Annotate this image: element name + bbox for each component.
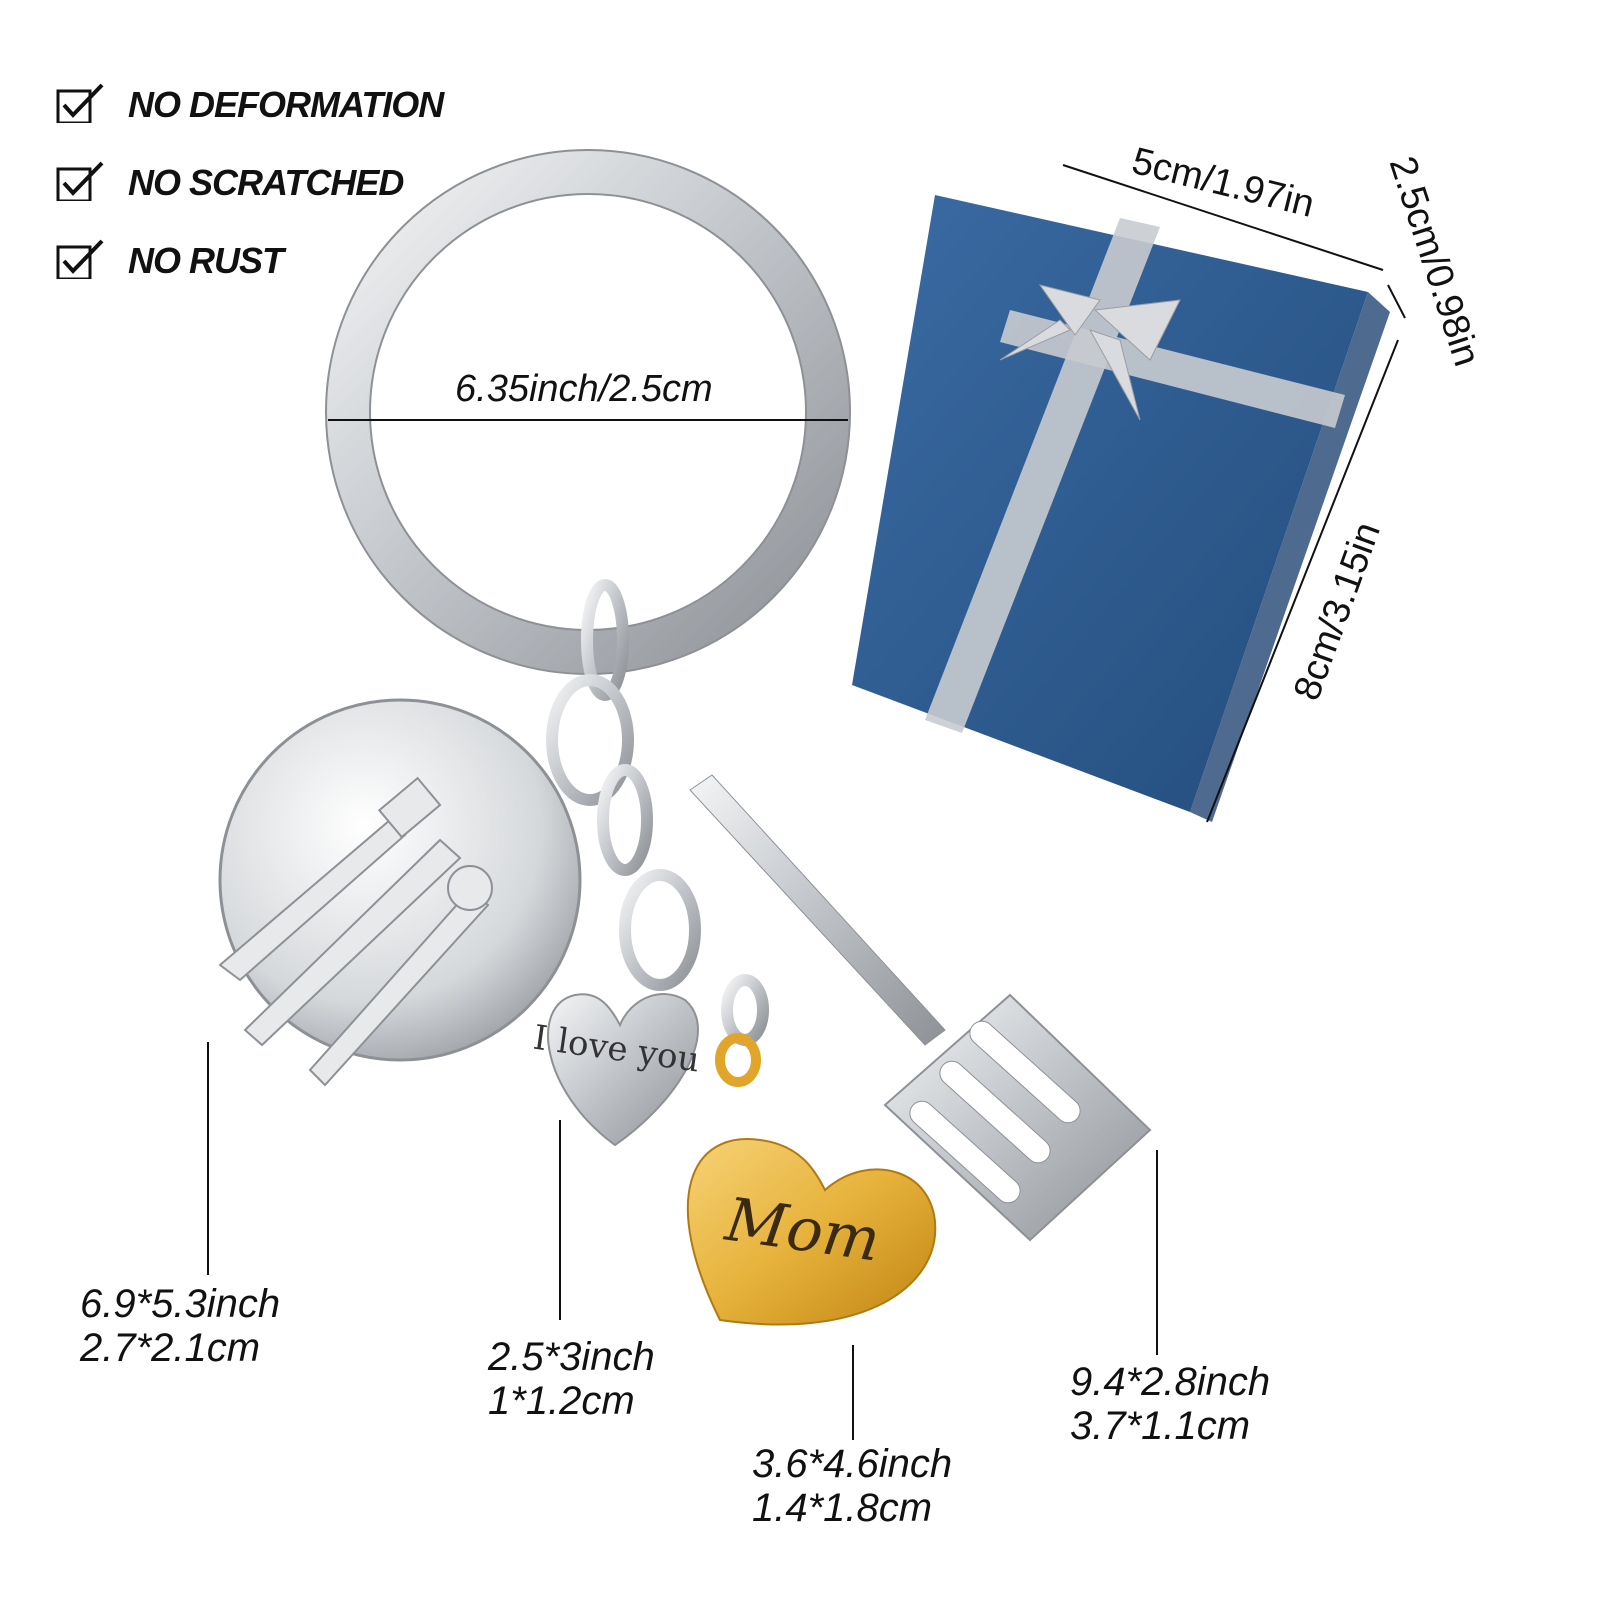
ribbon-bow [999,284,1181,421]
dim-cm: 1.4*1.8cm [752,1486,933,1530]
gold-heart-charm: Mom [686,1033,937,1326]
spatula-dimensions: 9.4*2.8inch 3.7*1.1cm [1070,1360,1270,1448]
small-heart-dimensions: 2.5*3inch 1*1.2cm [488,1335,655,1423]
checkbox-checked-icon [56,239,104,279]
ring-size-label: 6.35inch/2.5cm [455,368,713,410]
feature-label: NO SCRATCHED [128,162,404,203]
feature-no-rust: NO RUST [56,239,284,282]
dim-inch: 2.5*3inch [488,1335,655,1379]
checkbox-checked-icon [56,83,104,123]
dim-cm: 2.7*2.1cm [80,1326,261,1370]
feature-no-deformation: NO DEFORMATION [56,83,444,126]
gift-box [852,164,1406,823]
dim-cm: 1*1.2cm [488,1379,635,1423]
dim-cm: 3.7*1.1cm [1070,1404,1251,1448]
dim-inch: 9.4*2.8inch [1070,1360,1271,1404]
feature-label: NO DEFORMATION [128,84,444,125]
spatula-charm [689,774,1158,1355]
plate-charm [218,698,582,1087]
dim-inch: 6.9*5.3inch [80,1282,281,1326]
feature-label: NO RUST [128,240,284,281]
ribbon-horizontal [1000,310,1345,428]
small-heart-charm: I love you [531,993,702,1147]
dim-inch: 3.6*4.6inch [752,1442,953,1486]
gold-heart-dimensions: 3.6*4.6inch 1.4*1.8cm [752,1442,952,1530]
feature-no-scratched: NO SCRATCHED [56,161,404,204]
chain-links [546,579,769,1046]
checkbox-checked-icon [56,161,104,201]
plate-dimensions: 6.9*5.3inch 2.7*2.1cm [80,1282,280,1370]
